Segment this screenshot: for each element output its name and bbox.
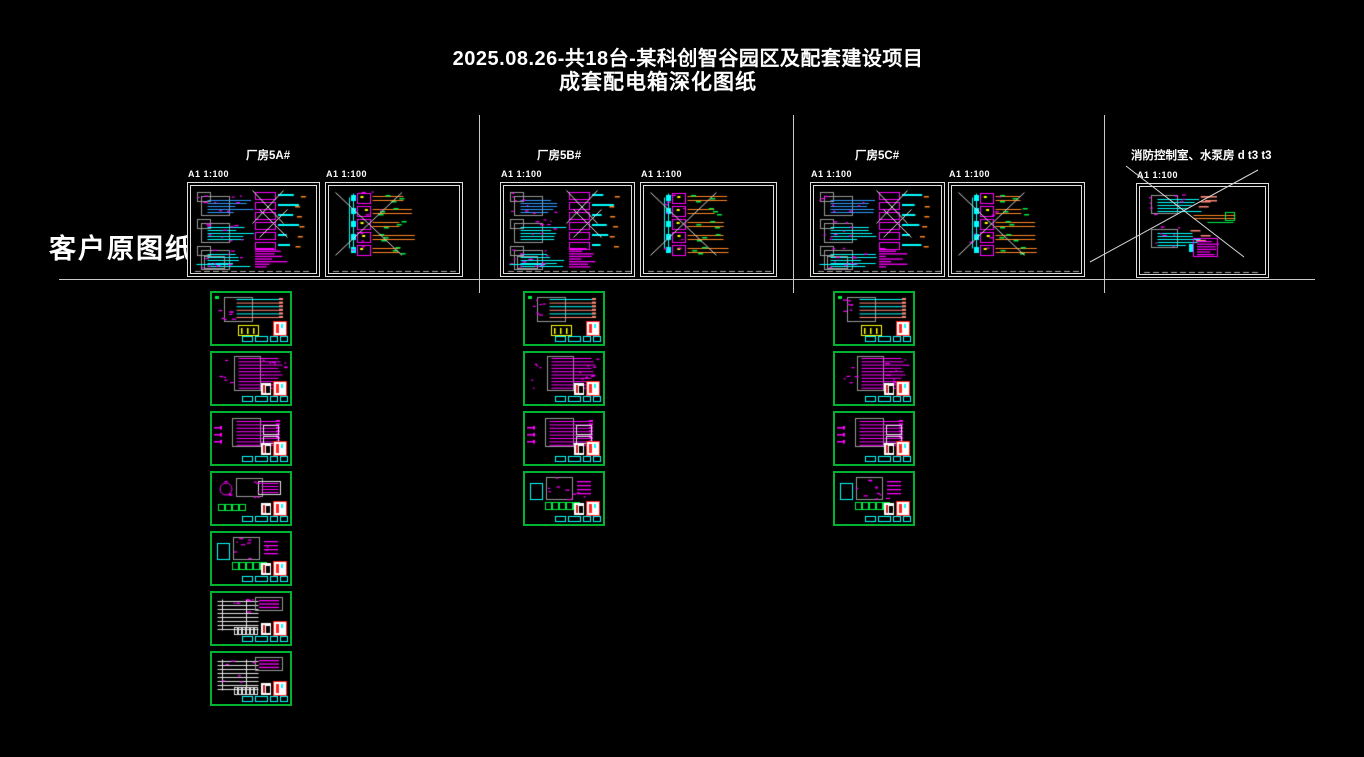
detail-sheet[interactable]	[833, 411, 915, 466]
detail-drawing	[525, 293, 603, 344]
detail-sheet[interactable]	[833, 291, 915, 346]
group-label: 消防控制室、水泵房 d t3 t3	[1131, 150, 1272, 162]
detail-sheet[interactable]	[523, 471, 605, 526]
a1-sheet[interactable]	[948, 182, 1085, 277]
sheet-scale-label: A1 1:100	[188, 169, 230, 179]
detail-sheet[interactable]	[523, 291, 605, 346]
a1-sheet[interactable]	[325, 182, 463, 277]
detail-sheet[interactable]	[210, 531, 292, 586]
sheet-scale-label: A1 1:100	[949, 169, 991, 179]
detail-sheet[interactable]	[210, 471, 292, 526]
a1-sheet[interactable]	[500, 182, 635, 277]
sheet-scale-label: A1 1:100	[501, 169, 543, 179]
detail-drawing	[212, 413, 290, 464]
detail-drawing	[212, 593, 290, 644]
detail-sheet[interactable]	[210, 291, 292, 346]
detail-drawing	[835, 353, 913, 404]
detail-drawing	[525, 413, 603, 464]
detail-sheet[interactable]	[210, 591, 292, 646]
group-label: 厂房5C#	[855, 150, 900, 162]
a1-sheet[interactable]	[1136, 183, 1269, 278]
detail-drawing	[212, 293, 290, 344]
a1-sheet[interactable]	[640, 182, 777, 277]
section-divider-horizontal	[59, 279, 1315, 280]
sheet-drawing	[192, 187, 317, 274]
sheet-scale-label: A1 1:100	[326, 169, 368, 179]
sheet-drawing	[1141, 188, 1266, 275]
sheet-drawing	[645, 187, 774, 274]
detail-drawing	[212, 533, 290, 584]
sheet-drawing	[330, 187, 460, 274]
detail-sheet[interactable]	[210, 411, 292, 466]
detail-drawing	[835, 413, 913, 464]
detail-drawing	[212, 353, 290, 404]
detail-drawing	[212, 473, 290, 524]
sheet-scale-label: A1 1:100	[1137, 170, 1179, 180]
project-title-line1: 2025.08.26-共18台-某科创智谷园区及配套建设项目	[452, 48, 924, 70]
customer-original-label: 客户原图纸	[49, 234, 194, 264]
detail-drawing	[835, 473, 913, 524]
detail-sheet[interactable]	[523, 351, 605, 406]
section-divider-vertical	[793, 115, 794, 293]
project-title-line2: 成套配电箱深化图纸	[559, 71, 757, 94]
section-divider-vertical	[1104, 115, 1105, 293]
a1-sheet[interactable]	[810, 182, 945, 277]
sheet-scale-label: A1 1:100	[641, 169, 683, 179]
sheet-drawing	[815, 187, 942, 274]
sheet-scale-label: A1 1:100	[811, 169, 853, 179]
a1-sheet[interactable]	[187, 182, 320, 277]
detail-sheet[interactable]	[210, 351, 292, 406]
detail-drawing	[835, 293, 913, 344]
sheet-drawing	[505, 187, 632, 274]
section-divider-vertical	[479, 115, 480, 293]
detail-drawing	[525, 353, 603, 404]
detail-sheet[interactable]	[833, 351, 915, 406]
group-label: 厂房5A#	[246, 150, 291, 162]
detail-sheet[interactable]	[523, 411, 605, 466]
group-label: 厂房5B#	[537, 150, 582, 162]
detail-sheet[interactable]	[833, 471, 915, 526]
sheet-drawing	[953, 187, 1082, 274]
detail-drawing	[525, 473, 603, 524]
detail-sheet[interactable]	[210, 651, 292, 706]
detail-drawing	[212, 653, 290, 704]
